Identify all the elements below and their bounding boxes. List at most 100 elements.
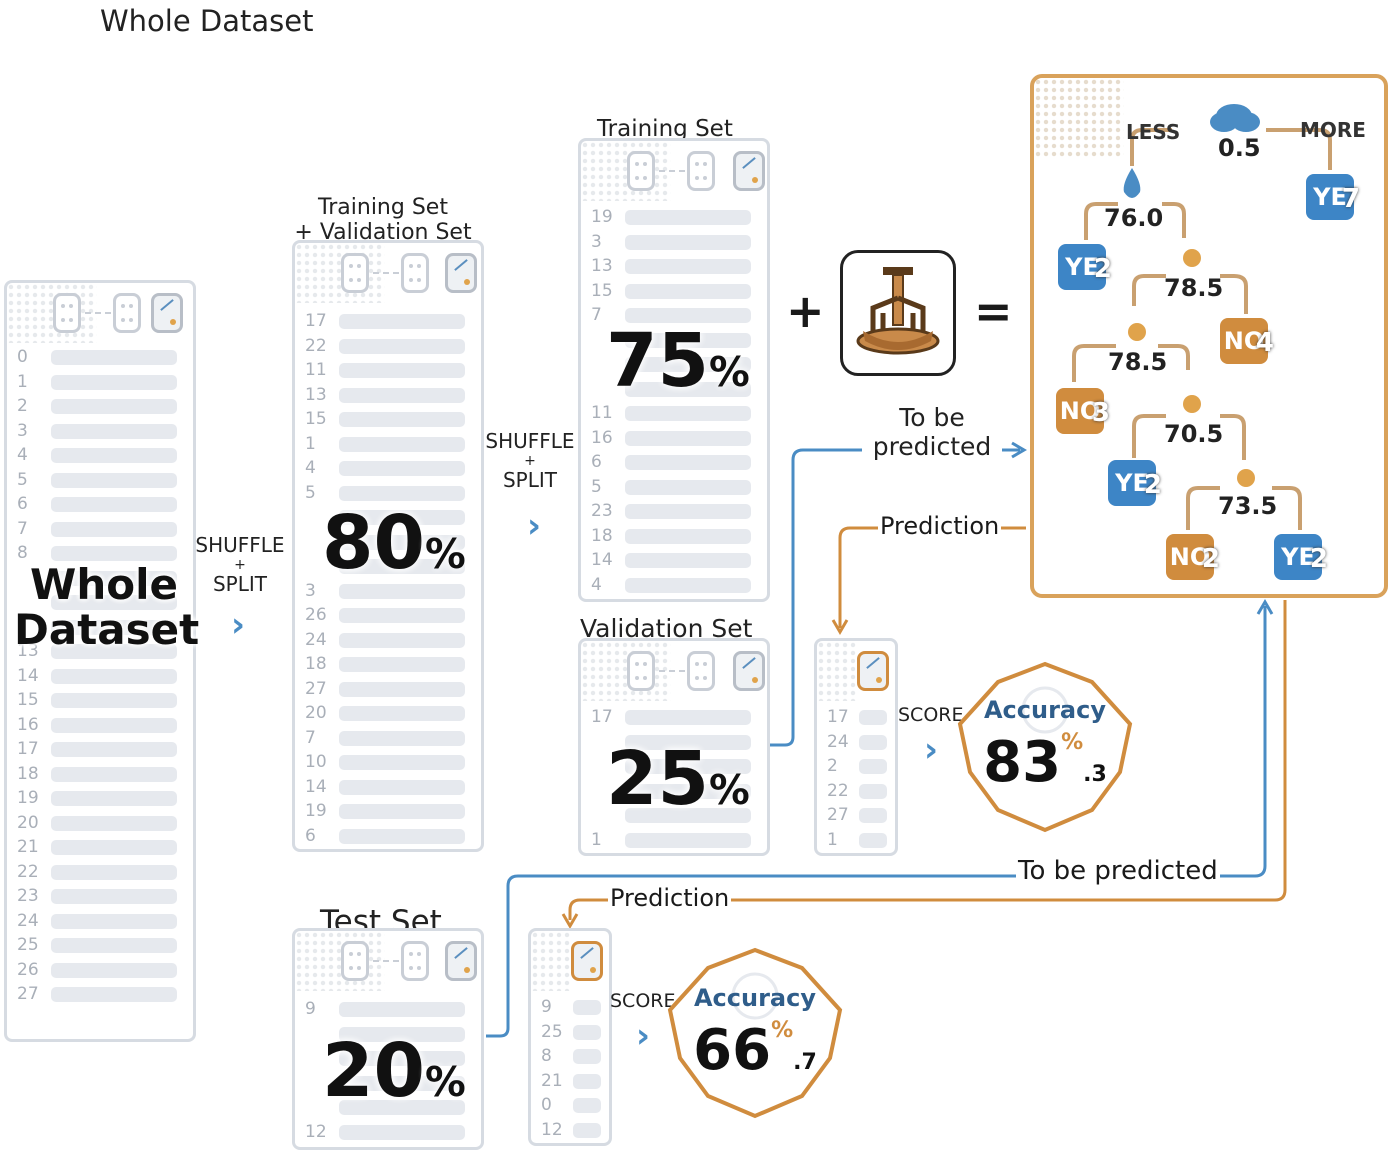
list-item <box>581 328 767 353</box>
row-index: 3 <box>17 420 28 441</box>
training-percent: 75% <box>606 324 750 398</box>
row-bar <box>51 717 177 733</box>
row-index: 12 <box>541 1119 563 1140</box>
list-item: 26 <box>295 603 481 628</box>
row-index: 5 <box>591 476 602 497</box>
row-bar <box>51 472 177 488</box>
row-bar <box>339 534 465 550</box>
leaf-label: YE <box>1115 469 1149 497</box>
row-index: 10 <box>305 752 327 772</box>
row-index: 25 <box>541 1021 563 1042</box>
row-bar <box>573 1024 601 1040</box>
split-text: SPLIT <box>502 468 557 493</box>
percent-sign: % <box>1061 730 1084 755</box>
row-bar <box>339 657 465 672</box>
list-item: 5 <box>581 475 767 500</box>
row-bar <box>339 412 465 427</box>
prediction-tag-icon <box>571 941 603 981</box>
row-bar <box>51 350 177 365</box>
row-bar <box>51 399 177 414</box>
row-bar <box>51 546 177 561</box>
row-bar <box>339 681 465 697</box>
whole-dataset-big-label: Whole Dataset <box>14 562 199 653</box>
row-bar <box>51 840 177 855</box>
row-index: 23 <box>17 886 39 906</box>
list-item: 5 <box>295 481 481 506</box>
decision-tree-panel: LESS MORE 0.5 76.0 78.5 78.5 70.5 73.5 Y… <box>1030 74 1388 598</box>
list-item: 22 <box>7 860 193 885</box>
row-bar <box>339 338 465 354</box>
list-item: 5 <box>7 468 193 493</box>
row-index: 16 <box>17 714 39 735</box>
list-item: 20 <box>7 811 193 836</box>
list-item: 19 <box>581 205 767 230</box>
list-item: 13 <box>581 254 767 279</box>
label-tag-icon <box>445 941 477 981</box>
tree-branches <box>1072 104 1332 530</box>
row-index: 3 <box>591 231 602 252</box>
list-item: 24 <box>817 730 895 755</box>
equals-operator: = <box>974 284 1013 338</box>
row-bar <box>51 668 177 684</box>
row-bar <box>339 363 465 378</box>
row-bar <box>573 1000 601 1015</box>
row-bar <box>51 644 177 659</box>
list-item: 25 <box>531 1020 609 1045</box>
list-item: 17 <box>581 705 767 730</box>
list-item <box>7 615 193 640</box>
row-index: 4 <box>591 574 602 595</box>
test-percent: 20% <box>322 1034 466 1108</box>
row-index: 19 <box>591 207 613 227</box>
prediction-label-1: Prediction <box>878 512 1002 540</box>
to-be-predicted-connector-1 <box>770 448 1020 747</box>
list-item: 18 <box>7 762 193 787</box>
row-bar <box>51 938 177 953</box>
accuracy-decimal: .7 <box>793 1050 817 1075</box>
list-item: 26 <box>7 958 193 983</box>
list-item <box>295 1046 481 1071</box>
root-split-value: 0.5 <box>1218 134 1261 162</box>
list-item <box>295 505 481 530</box>
row-bar <box>51 889 177 904</box>
accuracy-decimal: .3 <box>1083 762 1107 787</box>
row-bar <box>339 730 465 746</box>
row-bar <box>625 406 751 421</box>
leaf-count: 2 <box>1143 470 1162 500</box>
row-bar <box>51 595 177 610</box>
list-item: 8 <box>531 1044 609 1069</box>
list-item: 17 <box>295 309 481 334</box>
list-item: 14 <box>581 548 767 573</box>
row-bar <box>625 832 751 848</box>
trainval-title-line1: Training Set <box>318 195 448 220</box>
row-index: 5 <box>305 482 316 503</box>
list-item: 13 <box>295 383 481 408</box>
training-percent-value: 75 <box>606 318 709 404</box>
row-bar <box>339 461 465 476</box>
row-index: 15 <box>17 690 39 710</box>
row-bar <box>51 521 177 537</box>
row-index: 0 <box>541 1095 552 1115</box>
percent-sign: % <box>771 1018 794 1043</box>
row-bar <box>51 570 177 586</box>
prediction-tag-icon <box>857 651 889 691</box>
row-index: 17 <box>827 707 849 727</box>
row-index: 11 <box>591 403 613 423</box>
row-bar <box>625 577 751 593</box>
list-item <box>581 352 767 377</box>
row-index: 19 <box>305 801 327 821</box>
row-bar <box>625 259 751 274</box>
row-bar <box>51 913 177 929</box>
prediction-connector-2 <box>568 600 1287 920</box>
row-index: 27 <box>305 678 327 699</box>
to-be-predicted-label-1: To be predicted <box>862 403 1002 462</box>
list-item: 4 <box>295 456 481 481</box>
